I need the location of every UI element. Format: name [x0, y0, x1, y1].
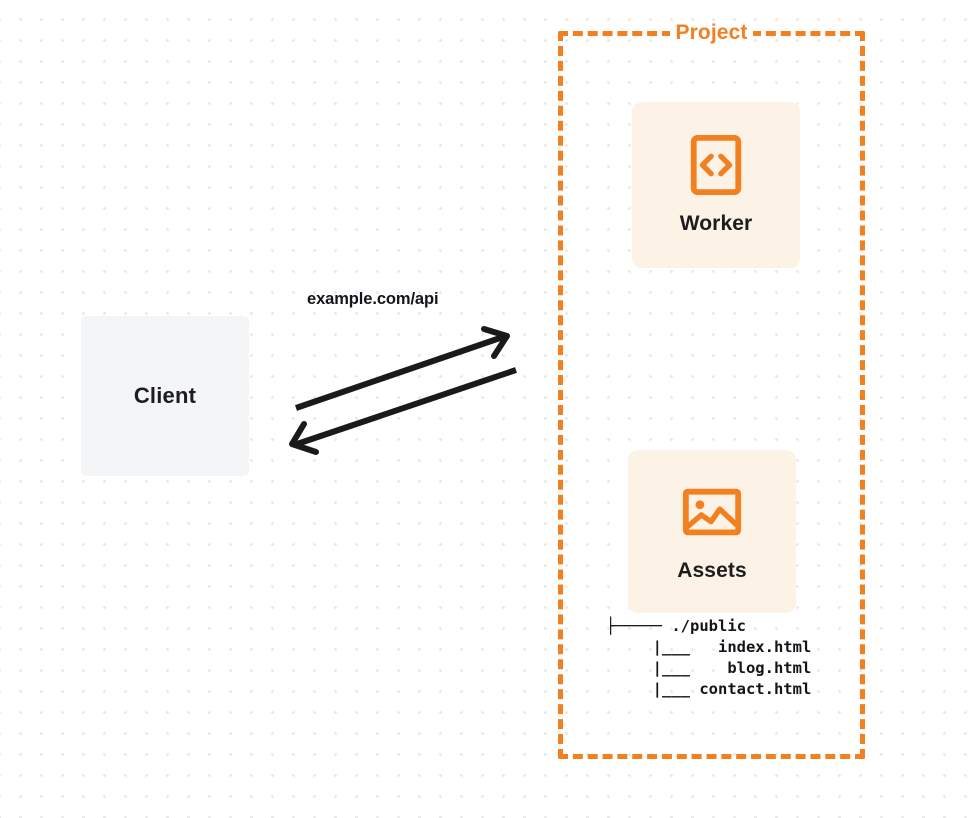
file-tree-line: |___ contact.html: [606, 680, 812, 698]
worker-node-label: Worker: [679, 212, 753, 235]
request-arrow-icon: [295, 326, 510, 411]
worker-node[interactable]: Worker: [632, 102, 800, 268]
connection-label: example.com/api: [307, 290, 439, 308]
project-container-title: Project: [669, 21, 754, 45]
assets-file-tree: ├───── ./public |___ index.html |___ blo…: [606, 616, 811, 700]
assets-node-label: Assets: [677, 558, 747, 582]
response-arrow-icon: [289, 367, 517, 455]
image-picture-icon: [682, 488, 742, 535]
file-tree-line: |___ blog.html: [606, 659, 812, 677]
code-brackets-icon: [690, 134, 742, 196]
file-tree-line: ├───── ./public: [606, 617, 746, 635]
project-container: Project: [558, 21, 865, 759]
client-node[interactable]: Client: [81, 316, 249, 476]
file-tree-line: |___ index.html: [606, 638, 812, 656]
client-node-label: Client: [133, 383, 197, 408]
assets-node[interactable]: Assets: [628, 450, 796, 613]
